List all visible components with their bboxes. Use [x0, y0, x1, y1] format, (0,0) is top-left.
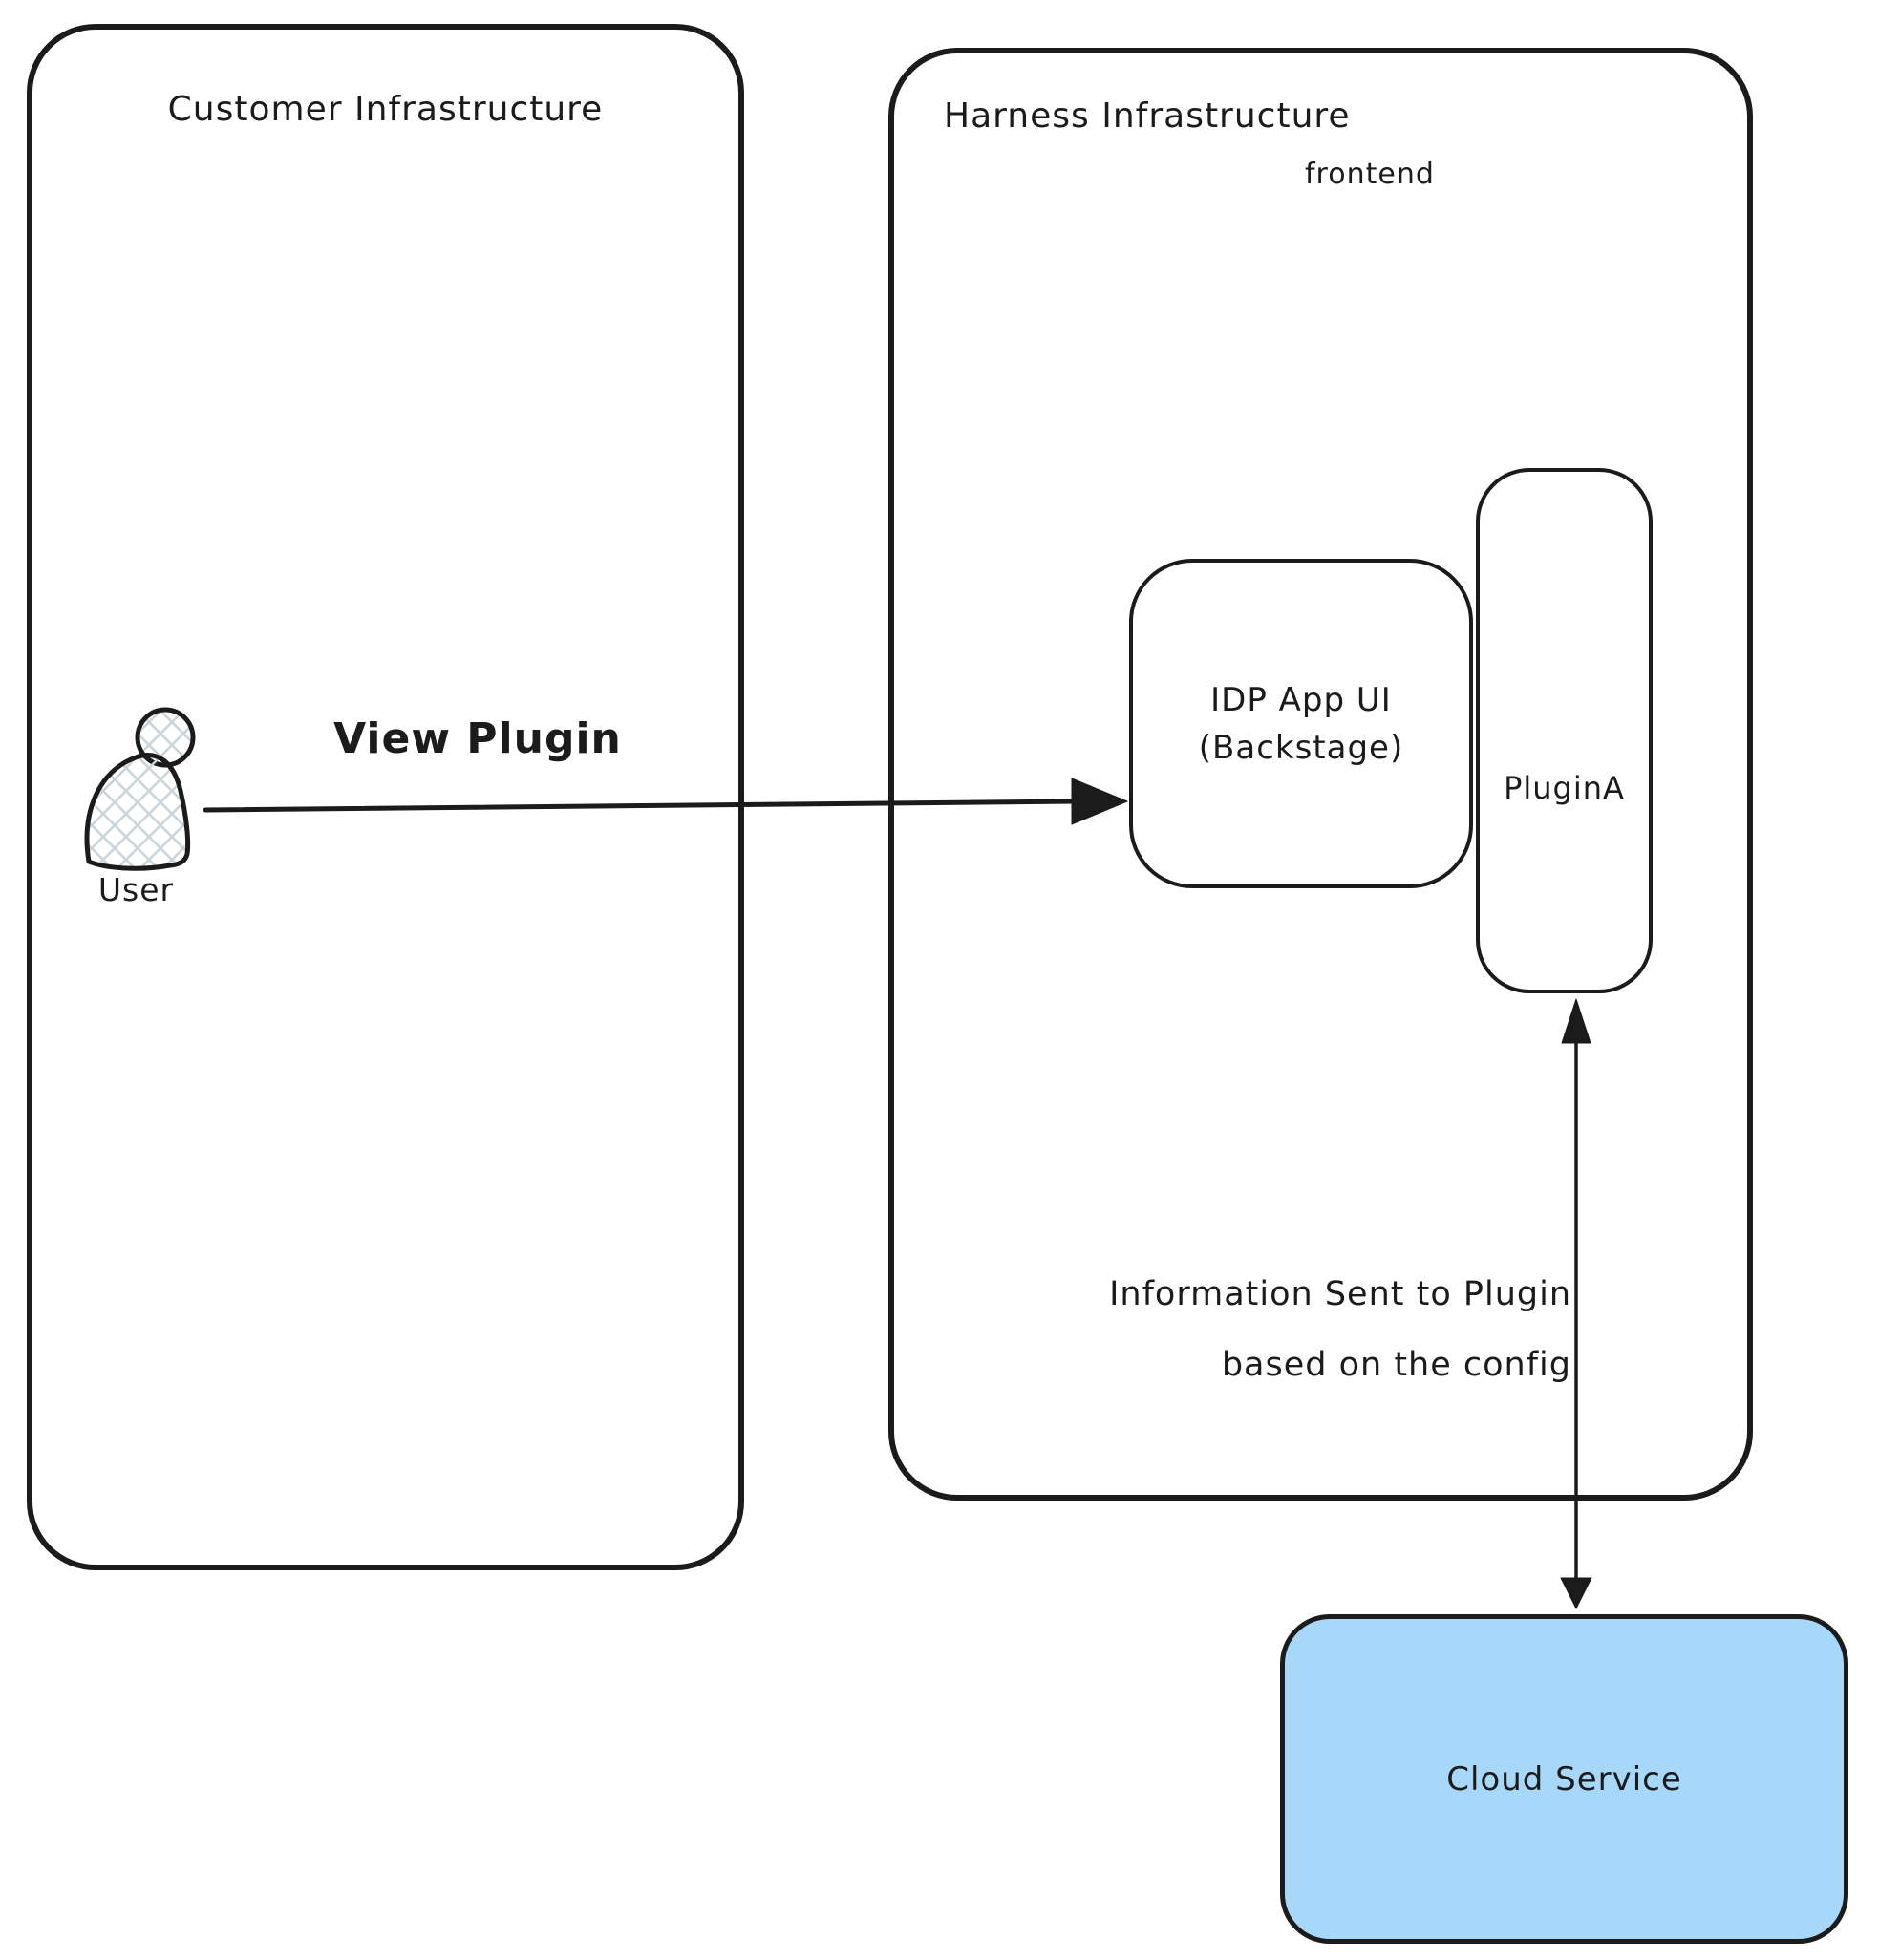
- cloud-service-box: Cloud Service: [1280, 1614, 1848, 1944]
- idp-app-ui-box: IDP App UI (Backstage): [1129, 559, 1473, 888]
- view-plugin-arrow-label: View Plugin: [333, 714, 622, 763]
- info-arrow-label-line1: Information Sent to Plugin: [1109, 1275, 1571, 1313]
- idp-app-ui-title-line1: IDP App UI: [1210, 680, 1392, 719]
- harness-infrastructure-title: Harness Infrastructure: [944, 96, 1351, 136]
- cloud-service-label: Cloud Service: [1446, 1759, 1682, 1799]
- idp-app-ui-title-line2: (Backstage): [1198, 728, 1404, 767]
- info-arrow-label: Information Sent to Plugin based on the …: [1109, 1259, 1571, 1400]
- arrowhead-down-icon: [1560, 1577, 1592, 1609]
- user-label: User: [97, 871, 175, 908]
- info-arrow-label-line2: based on the config: [1221, 1346, 1571, 1384]
- plugina-label: PluginA: [1504, 770, 1625, 806]
- customer-infrastructure-title: Customer Infrastructure: [167, 90, 604, 129]
- harness-infrastructure-box: Harness Infrastructure frontend: [888, 48, 1753, 1501]
- frontend-label: frontend: [1305, 158, 1435, 191]
- customer-infrastructure-box: Customer Infrastructure: [27, 24, 744, 1570]
- plugina-box: PluginA: [1476, 468, 1653, 993]
